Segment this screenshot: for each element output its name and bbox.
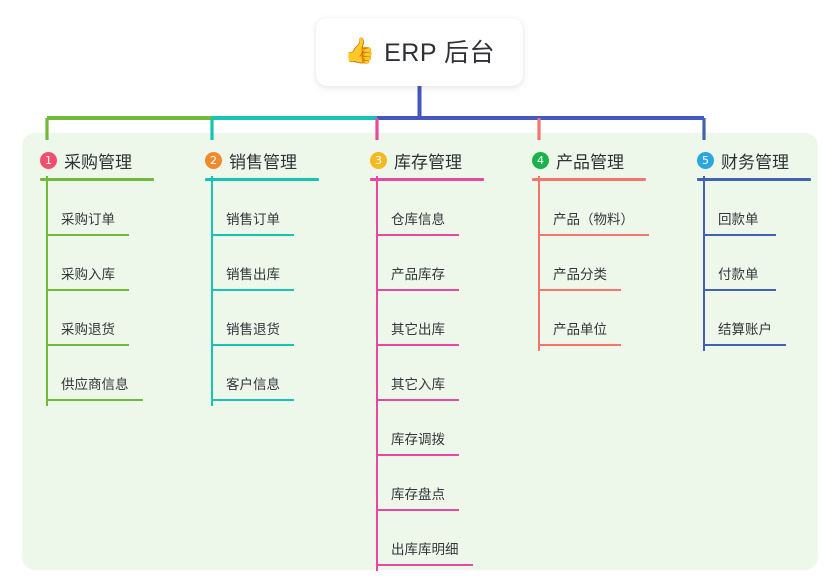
leaf-rule [47, 234, 129, 236]
leaf-node[interactable]: 采购退货 [40, 291, 154, 346]
leaf-node[interactable]: 结算账户 [697, 291, 811, 346]
leaf-label: 回款单 [718, 212, 759, 227]
branch-column-3: 3 库存管理仓库信息产品库存其它出库其它入库库存调拨库存盘点出库库明细 [370, 148, 484, 566]
leaf-rule [377, 399, 459, 401]
leaf-label: 其它入库 [391, 377, 445, 392]
leaf-rule [704, 234, 776, 236]
leaf-node[interactable]: 采购入库 [40, 236, 154, 291]
leaf-rule [377, 454, 459, 456]
leaf-label: 产品分类 [553, 267, 607, 282]
leaf-rule [47, 344, 129, 346]
leaf-label: 销售退货 [226, 322, 280, 337]
branch-number-badge: 1 [40, 151, 57, 169]
leaf-rule [212, 289, 294, 291]
branch-title: 采购管理 [64, 152, 132, 172]
branch-column-4: 4 产品管理产品（物料） 产品分类产品单位 [532, 148, 649, 346]
leaf-node[interactable]: 其它出库 [370, 291, 484, 346]
leaf-label: 产品单位 [553, 322, 607, 337]
leaf-label: 其它出库 [391, 322, 445, 337]
root-node-title: ERP 后台 [384, 39, 496, 67]
leaf-node[interactable]: 销售订单 [205, 181, 319, 236]
branch-number-badge: 2 [205, 151, 222, 169]
branch-header-rule [205, 178, 319, 181]
leaf-label: 销售出库 [226, 267, 280, 282]
branch-header-3[interactable]: 3 库存管理 [370, 148, 484, 172]
leaf-label: 销售订单 [226, 212, 280, 227]
leaf-node[interactable]: 客户信息 [205, 346, 319, 401]
leaf-label: 采购入库 [61, 267, 115, 282]
leaf-label: 采购订单 [61, 212, 115, 227]
leaf-node[interactable]: 出库库明细 [370, 511, 484, 566]
leaf-label: 库存盘点 [391, 487, 445, 502]
leaf-label: 产品库存 [391, 267, 445, 282]
branch-title: 产品管理 [556, 152, 624, 172]
leaf-rule [212, 344, 294, 346]
leaf-node[interactable]: 销售退货 [205, 291, 319, 346]
leaf-label: 客户信息 [226, 377, 280, 392]
leaf-node[interactable]: 供应商信息 [40, 346, 154, 401]
leaf-rule [47, 399, 143, 401]
branch-column-5: 5 财务管理回款单付款单结算账户 [697, 148, 811, 346]
leaf-node[interactable]: 仓库信息 [370, 181, 484, 236]
leaf-label: 付款单 [718, 267, 759, 282]
leaf-node[interactable]: 库存盘点 [370, 456, 484, 511]
root-node-content: 👍 ERP 后台 [344, 33, 495, 71]
leaf-node[interactable]: 付款单 [697, 236, 811, 291]
leaf-label: 出库库明细 [391, 542, 459, 557]
branch-header-rule [532, 178, 646, 181]
leaf-rule [377, 509, 459, 511]
leaf-label: 库存调拨 [391, 432, 445, 447]
branch-header-4[interactable]: 4 产品管理 [532, 148, 646, 172]
root-node-card[interactable]: 👍 ERP 后台 [316, 18, 523, 86]
branch-title: 销售管理 [229, 152, 297, 172]
leaf-node[interactable]: 回款单 [697, 181, 811, 236]
leaf-rule [704, 344, 786, 346]
leaf-label: 供应商信息 [61, 377, 129, 392]
leaf-node[interactable]: 采购订单 [40, 181, 154, 236]
leaf-label: 结算账户 [718, 322, 772, 337]
branch-header-2[interactable]: 2 销售管理 [205, 148, 319, 172]
leaf-label: 仓库信息 [391, 212, 445, 227]
branch-number-badge: 5 [697, 151, 714, 169]
leaf-node[interactable]: 产品分类 [532, 236, 646, 291]
branch-title: 库存管理 [394, 152, 462, 172]
branch-number-badge: 4 [532, 151, 549, 169]
branch-title: 财务管理 [721, 152, 789, 172]
leaf-node[interactable]: 库存调拨 [370, 401, 484, 456]
leaf-rule [539, 234, 649, 236]
leaf-rule [377, 564, 473, 566]
branch-header-5[interactable]: 5 财务管理 [697, 148, 811, 172]
branches-panel [22, 133, 818, 570]
leaf-node[interactable]: 产品单位 [532, 291, 646, 346]
leaf-node[interactable]: 其它入库 [370, 346, 484, 401]
leaf-rule [539, 344, 621, 346]
leaf-rule [47, 289, 129, 291]
leaf-rule [377, 289, 459, 291]
leaf-node[interactable]: 销售出库 [205, 236, 319, 291]
leaf-rule [539, 289, 621, 291]
branch-header-rule [370, 178, 484, 181]
branch-column-2: 2 销售管理销售订单销售出库销售退货客户信息 [205, 148, 319, 401]
branch-number-badge: 3 [370, 151, 387, 169]
leaf-label: 产品（物料） [553, 212, 634, 227]
leaf-rule [704, 289, 776, 291]
leaf-label: 采购退货 [61, 322, 115, 337]
leaf-node[interactable]: 产品（物料） [532, 181, 649, 236]
leaf-rule [377, 234, 459, 236]
leaf-node[interactable]: 产品库存 [370, 236, 484, 291]
thumbs-up-icon: 👍 [343, 36, 376, 65]
leaf-rule [212, 399, 294, 401]
branch-header-rule [40, 178, 154, 181]
branch-header-1[interactable]: 1 采购管理 [40, 148, 154, 172]
branch-header-rule [697, 178, 811, 181]
branch-column-1: 1 采购管理采购订单采购入库采购退货供应商信息 [40, 148, 154, 401]
leaf-rule [212, 234, 294, 236]
leaf-rule [377, 344, 459, 346]
